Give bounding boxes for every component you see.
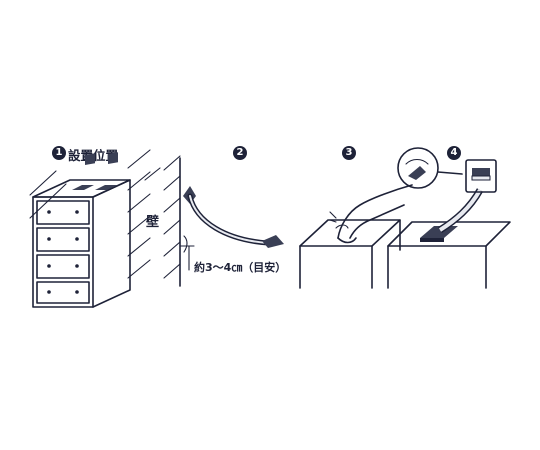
wall-label: 壁 [146,215,160,230]
wall-hatch-icon [29,149,161,279]
hand-wiping-icon [329,184,413,244]
adhesive-plate-icon [420,188,484,242]
wall-section-icon [163,155,181,287]
magnifier-callout-icon [397,147,463,189]
dresser-illustration-icon [32,152,131,308]
step-2-number: 2 [233,146,247,160]
step-4-number: 4 [447,146,461,160]
step-3-number: 3 [342,146,356,160]
dresser-top-3-icon [299,219,401,289]
dresser-top-4-icon [387,221,511,289]
wall-bracket-icon [465,159,497,193]
gap-label: 約3～4㎝（目安） [194,261,287,274]
step-1-number: 1 [52,146,66,160]
anchor-strap-icon [179,186,284,271]
